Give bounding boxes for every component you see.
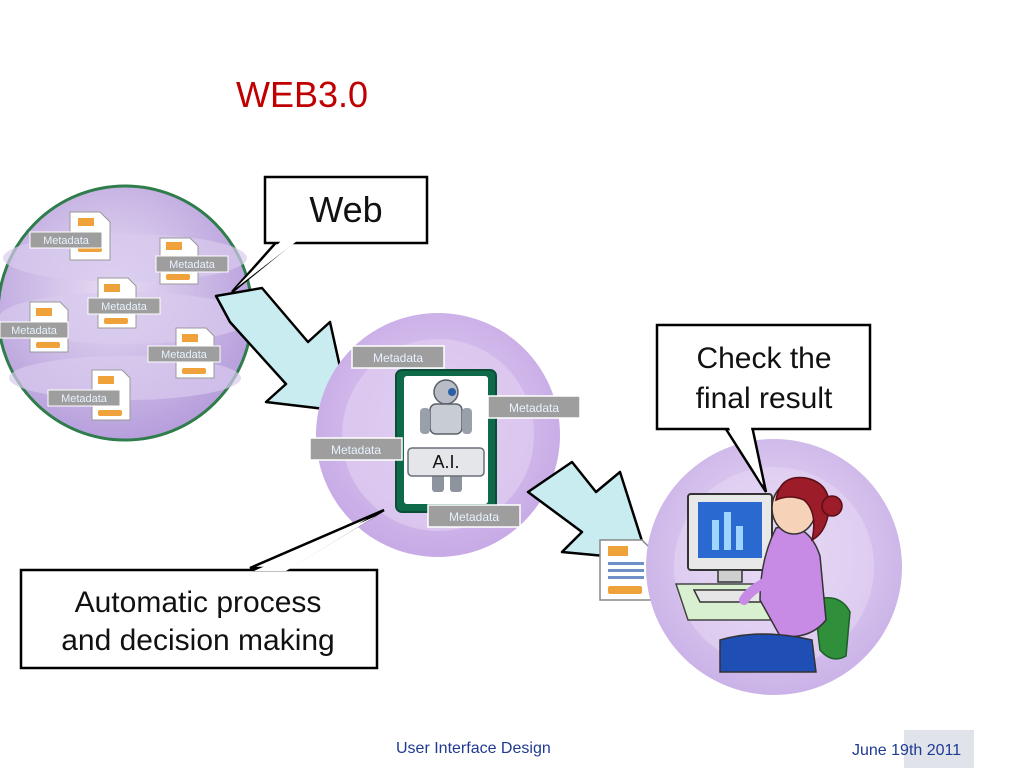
check-label-line1: Check the bbox=[696, 342, 831, 375]
metadata-tag: Metadata bbox=[427, 504, 521, 528]
ai-label: A.I. bbox=[432, 452, 459, 472]
svg-text:Metadata: Metadata bbox=[11, 325, 58, 337]
process-label-line2: and decision making bbox=[61, 624, 335, 657]
metadata-tag: Metadata bbox=[487, 395, 581, 419]
footer-date: June 19th 2011 bbox=[852, 742, 962, 759]
metadata-doc: Metadata bbox=[47, 369, 131, 421]
user-at-computer-icon bbox=[674, 476, 851, 673]
web-callout: Web bbox=[231, 175, 429, 293]
svg-text:Metadata: Metadata bbox=[509, 401, 559, 415]
metadata-doc: Metadata bbox=[0, 301, 69, 353]
metadata-tag: Metadata bbox=[309, 437, 403, 461]
footer-course-name: User Interface Design bbox=[396, 740, 551, 757]
svg-text:Metadata: Metadata bbox=[331, 443, 381, 457]
process-label-line1: Automatic process bbox=[75, 586, 322, 619]
ai-robot-card: A.I. bbox=[395, 369, 497, 513]
metadata-doc: Metadata bbox=[155, 237, 229, 285]
web-metadata-docs: Metadata Metadata Metadata Metadata bbox=[0, 211, 229, 421]
svg-text:Metadata: Metadata bbox=[61, 393, 108, 405]
metadata-tag: Metadata bbox=[351, 345, 445, 369]
check-label-line2: final result bbox=[696, 382, 833, 415]
process-callout: Automatic process and decision making bbox=[19, 508, 385, 670]
metadata-doc: Metadata bbox=[29, 211, 111, 261]
svg-text:Metadata: Metadata bbox=[373, 351, 423, 365]
check-callout: Check the final result bbox=[655, 323, 872, 493]
slide-title: WEB3.0 bbox=[236, 74, 369, 115]
process-metadata-tags: Metadata Metadata Metadata Metadata bbox=[309, 345, 581, 528]
metadata-doc: Metadata bbox=[87, 277, 161, 329]
svg-text:Metadata: Metadata bbox=[101, 301, 148, 313]
svg-text:Metadata: Metadata bbox=[161, 349, 208, 361]
svg-text:Metadata: Metadata bbox=[449, 510, 499, 524]
metadata-doc: Metadata bbox=[147, 327, 221, 379]
web-label: Web bbox=[309, 189, 382, 230]
svg-text:Metadata: Metadata bbox=[169, 259, 216, 271]
result-doc-icon bbox=[599, 539, 653, 601]
footer-highlight bbox=[904, 730, 974, 768]
svg-text:Metadata: Metadata bbox=[43, 235, 90, 247]
arrow-process-to-user bbox=[526, 460, 650, 562]
